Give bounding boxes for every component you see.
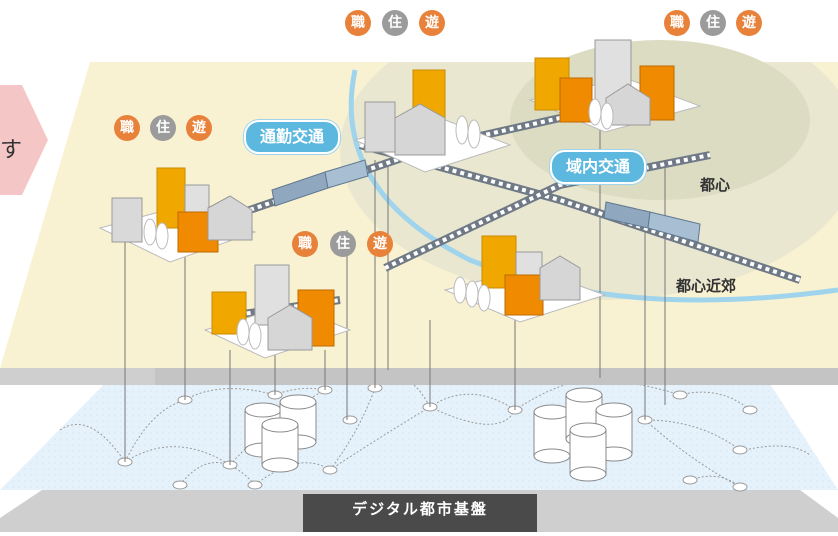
building-cluster-center-north xyxy=(353,69,512,173)
badge-work: 職 xyxy=(664,10,690,36)
train-intra xyxy=(603,201,701,243)
left-edge-char: す xyxy=(0,138,23,163)
badge-live: 住 xyxy=(382,10,408,36)
badge-work: 職 xyxy=(345,10,371,36)
left-arrow-shape xyxy=(0,85,48,195)
badge-play: 遊 xyxy=(367,231,393,257)
building-cluster-northeast xyxy=(528,39,702,133)
building-cluster-south-center xyxy=(443,235,607,323)
database-cluster-right xyxy=(533,387,633,482)
database-cluster-left xyxy=(244,394,317,473)
badge-play: 遊 xyxy=(736,10,762,36)
commute-transit-label: 通勤交通 xyxy=(244,120,341,154)
zone-center-label: 都心 xyxy=(700,176,731,194)
badge-live: 住 xyxy=(150,115,176,141)
badge-play: 遊 xyxy=(419,10,445,36)
zone-suburb-label: 都心近郊 xyxy=(676,277,737,295)
intra-transit-label: 域内交通 xyxy=(550,150,647,184)
vertical-links xyxy=(124,120,666,465)
badge-work: 職 xyxy=(114,115,140,141)
building-cluster-west xyxy=(98,167,257,263)
badge-work: 職 xyxy=(292,231,318,257)
digital-base-label: デジタル都市基盤 xyxy=(303,494,537,532)
badge-play: 遊 xyxy=(186,115,212,141)
badge-live: 住 xyxy=(700,10,726,36)
building-cluster-south-west xyxy=(203,264,352,359)
badge-live: 住 xyxy=(330,231,356,257)
train-commute xyxy=(271,159,369,207)
